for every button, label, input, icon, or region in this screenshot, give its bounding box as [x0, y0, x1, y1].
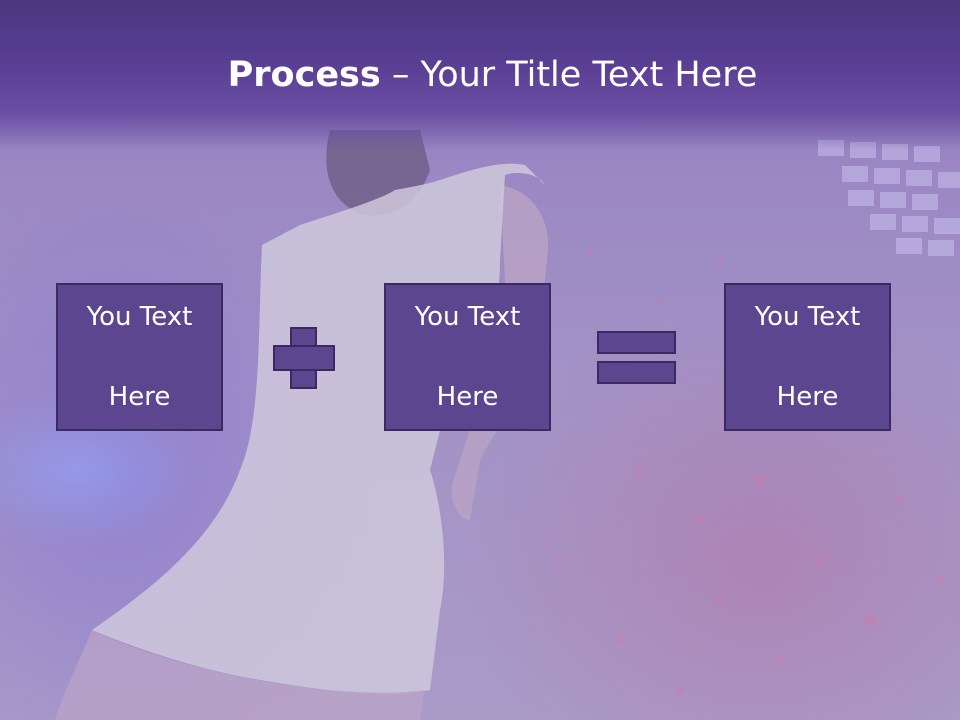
equals-icon	[597, 331, 676, 354]
process-box-3-line1: You Text	[754, 302, 861, 332]
process-box-3-line2: Here	[776, 382, 839, 412]
process-box-1-line1: You Text	[86, 302, 193, 332]
equals-icon-bar	[597, 361, 676, 384]
process-box-2-line1: You Text	[414, 302, 521, 332]
title-rest: – Your Title Text Here	[380, 55, 758, 95]
process-box-2-line2: Here	[436, 382, 499, 412]
process-box-1-line2: Here	[108, 382, 171, 412]
plus-icon-center	[292, 347, 315, 369]
title-bold: Process	[227, 55, 381, 95]
header-band	[0, 0, 960, 150]
slide-title: Process – Your Title Text Here	[0, 52, 960, 98]
